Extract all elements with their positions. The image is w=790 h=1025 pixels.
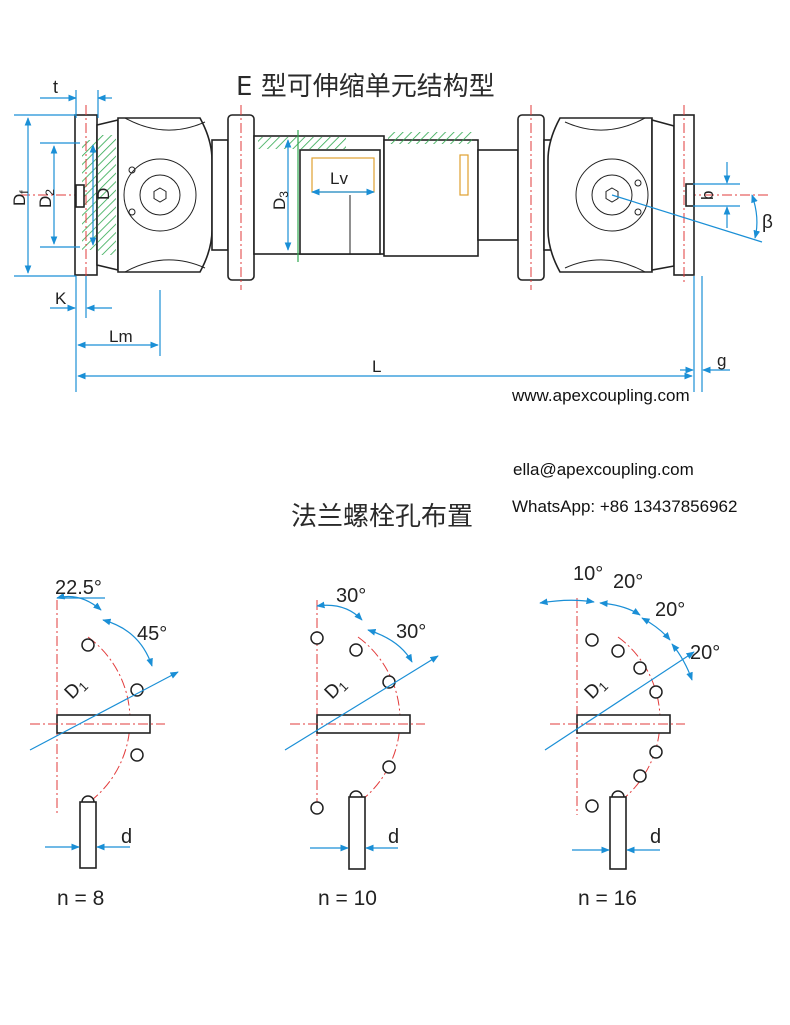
angle-label: 20° [655,599,685,621]
main-title: E 型可伸缩单元结构型 [236,72,495,102]
angle-label: 10° [573,563,603,585]
bolt-hole [81,638,95,652]
d1-label: D1 [581,674,611,704]
whatsapp-text: WhatsApp: +86 13437856962 [512,497,738,516]
angle-label: 22.5° [55,577,102,599]
n-label: n = 10 [318,887,377,910]
angle-label: 30° [396,621,426,643]
bolt-hole [633,661,647,675]
bolt-hole [310,631,324,645]
dim-l: L [372,357,381,376]
d-label: d [650,826,661,848]
bolt-hole [310,801,324,815]
bolt-hole [349,643,363,657]
right-yoke [543,117,675,273]
pattern-n8: 22.5° 45° D1 d n = 8 [29,577,179,910]
bolt-hole [585,799,599,813]
pattern-n10: 30° 30° D1 d n = 10 [284,585,439,910]
dim-lm: Lm [109,327,133,346]
dim-d2: D2 [36,189,57,208]
dim-d3: D3 [270,191,291,210]
bolt-hole [382,760,396,774]
angle-label: 20° [690,642,720,664]
bolt-hole [649,685,663,699]
dim-df: Df [10,190,31,206]
website-link[interactable]: www.apexcoupling.com [512,386,690,405]
dim-k: K [55,289,67,308]
right-flange [673,105,695,285]
n-label: n = 16 [578,887,637,910]
bolt-hole [130,748,144,762]
bolt-hole [585,633,599,647]
bolt-hole [633,769,647,783]
dim-beta: β [762,212,773,233]
d-label: d [388,826,399,848]
bolt-hole [649,745,663,759]
layout-title: 法兰螺栓孔布置 [291,502,474,532]
n-label: n = 8 [57,887,104,910]
bolt-hole [611,644,625,658]
dim-b: b [698,191,717,200]
angle-label: 30° [336,585,366,607]
angle-label: 20° [613,571,643,593]
d1-label: D1 [321,674,351,704]
angle-label: 45° [137,623,167,645]
pattern-n16: 10° 20° 20° 20° D1 d n = 16 [539,563,720,910]
left-yoke [96,117,229,273]
d1-label: D1 [61,674,91,704]
dim-lv: Lv [330,169,348,188]
dim-d: D [94,188,113,200]
dim-t: t [53,77,58,97]
beta-axis-line [611,194,763,243]
d-label: d [121,826,132,848]
dim-g: g [717,351,726,370]
telescopic-section [253,132,519,257]
email-text: ella@apexcoupling.com [513,460,694,479]
